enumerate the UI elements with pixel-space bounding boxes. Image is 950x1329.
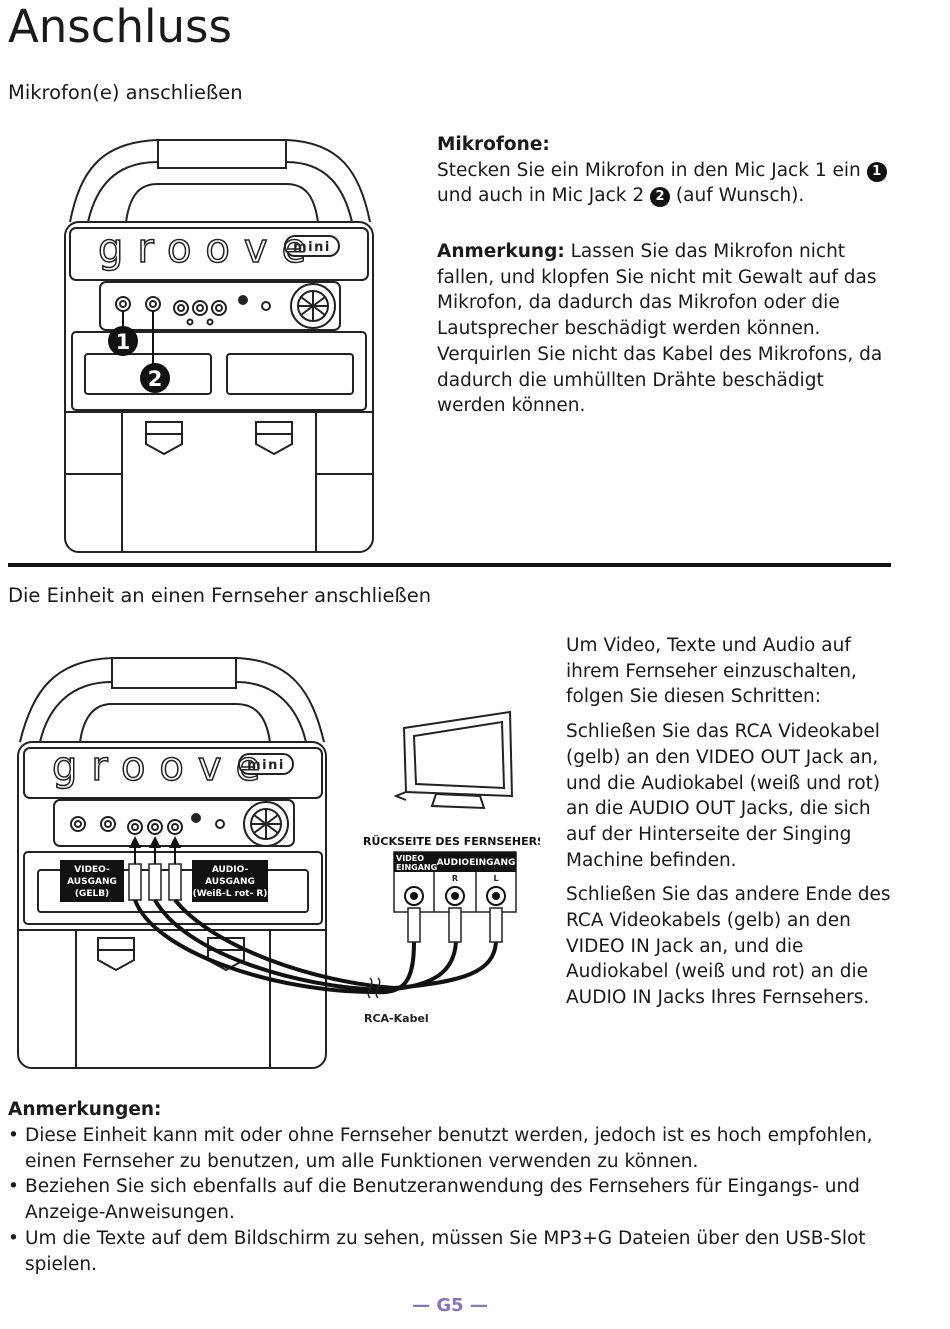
svg-text:AUSGANG: AUSGANG xyxy=(205,877,255,887)
brand-logo: groove xyxy=(98,226,320,272)
microphones-text: Stecken Sie ein Mikrofon in den Mic Jack… xyxy=(437,158,907,209)
notes-list: Diese Einheit kann mit oder ohne Fernseh… xyxy=(8,1123,908,1277)
video-out-label: VIDEO- xyxy=(74,865,110,875)
marker-2 xyxy=(140,363,170,393)
rca-cable-label: RCA-Kabel xyxy=(364,1012,429,1025)
section-heading-microphone: Mikrofon(e) anschließen xyxy=(8,81,243,104)
list-item: Um die Texte auf dem Bildschirm zu sehen… xyxy=(8,1226,908,1277)
notes-heading: Anmerkungen: xyxy=(8,1099,162,1120)
svg-text:EINGANG: EINGANG xyxy=(396,863,437,872)
l-label: L xyxy=(493,874,498,883)
r-label: R xyxy=(452,874,458,883)
notes-block: Anmerkungen: Diese Einheit kann mit oder… xyxy=(8,1097,908,1277)
note-text: Lassen Sie das Mikrofon nicht fallen, un… xyxy=(437,241,883,417)
marker-1 xyxy=(108,326,138,356)
audio-out-label: AUDIO- xyxy=(212,865,249,875)
brand-badge-2: mini xyxy=(247,758,285,773)
jack-2-badge: 2 xyxy=(650,187,671,208)
tv-text-block: Um Video, Texte und Audio auf ihrem Fern… xyxy=(566,633,896,1011)
brand-logo-2: groove xyxy=(52,744,274,790)
svg-text:AUSGANG: AUSGANG xyxy=(67,877,117,887)
note-label: Anmerkung: xyxy=(437,241,565,262)
tv-para-3: Schließen Sie das andere Ende des RCA Vi… xyxy=(566,884,891,1009)
list-item: Beziehen Sie sich ebenfalls auf die Benu… xyxy=(8,1174,908,1225)
tv-back-label: RÜCKSEITE DES FERNSEHERS xyxy=(363,834,540,848)
video-in-label: VIDEO xyxy=(396,854,424,863)
list-item: Diese Einheit kann mit oder ohne Fernseh… xyxy=(8,1123,908,1174)
brand-badge: mini xyxy=(293,240,331,255)
section-divider xyxy=(8,563,891,567)
jack-1-badge: 1 xyxy=(866,161,887,182)
microphones-block: Mikrofone: Stecken Sie ein Mikrofon in d… xyxy=(437,132,907,209)
section-heading-tv: Die Einheit an einen Fernseher anschließ… xyxy=(8,584,432,607)
speaker-illustration-mic: groove mini 1 2 xyxy=(64,139,374,553)
microphone-note: Anmerkung: Lassen Sie das Mikrofon nicht… xyxy=(437,239,897,419)
page-title: Anschluss xyxy=(8,0,232,53)
tv-para-1: Um Video, Texte und Audio auf ihrem Fern… xyxy=(566,635,857,708)
tv-para-2: Schließen Sie das RCA Videokabel (gelb) … xyxy=(566,721,881,871)
svg-text:1: 1 xyxy=(116,330,131,354)
svg-text:(Weiß-L rot- R): (Weiß-L rot- R) xyxy=(193,889,268,899)
audio-in-label: AUDIOEINGANG xyxy=(437,858,516,868)
microphones-label: Mikrofone: xyxy=(437,134,550,155)
svg-text:2: 2 xyxy=(148,367,163,391)
svg-text:(GELB): (GELB) xyxy=(75,889,109,899)
page-number: — G5 — xyxy=(412,1295,488,1316)
tv-icon xyxy=(393,710,514,810)
tv-connection-illustration: groove mini VIDEO- AUSGANG (GELB) AUDIO-… xyxy=(17,657,540,1069)
